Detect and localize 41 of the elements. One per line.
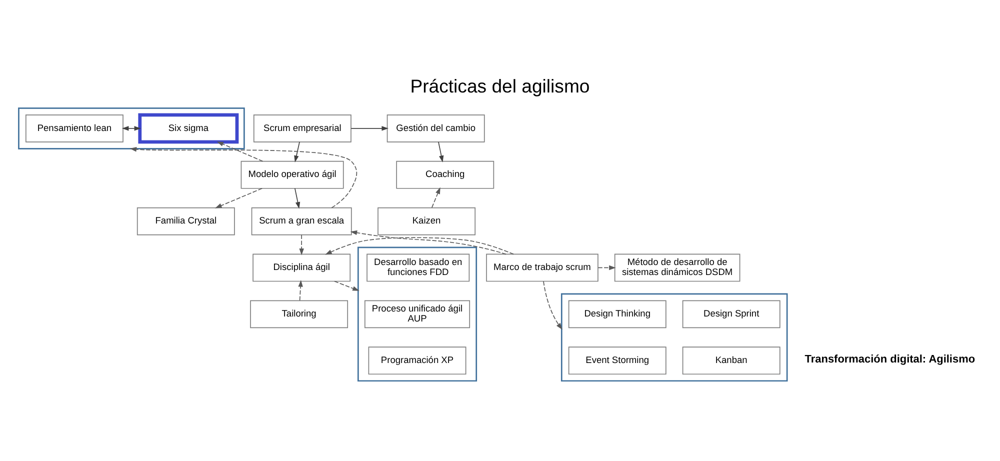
arrow — [334, 280, 360, 290]
arrow — [350, 230, 506, 254]
arrow — [122, 126, 142, 130]
node-box: Pensamiento lean — [25, 114, 124, 142]
arrow — [431, 186, 440, 208]
arrow — [215, 187, 263, 208]
node-box: Scrum a gran escala — [251, 206, 352, 235]
arrow — [438, 141, 444, 162]
cluster — [18, 106, 245, 149]
node-box: Design Sprint — [682, 300, 780, 328]
node-box: Programación XP — [368, 346, 466, 374]
arrow — [325, 236, 514, 254]
node-box: Modelo operativo ágil — [240, 160, 344, 188]
node-box: Tailoring — [250, 300, 348, 328]
node-box: Marco de trabajo scrum — [486, 253, 598, 282]
node-box: Gestión del cambio — [386, 114, 485, 142]
arrow — [299, 234, 304, 255]
diagram-title: Prácticas del agilismo — [410, 75, 590, 96]
arrow — [598, 264, 616, 270]
node-box: Proceso unificado ágil AUP — [364, 300, 470, 328]
arrow — [543, 280, 562, 330]
arrow — [294, 187, 300, 208]
node-box: Método de desarrollo de sistemas dinámicos DSDM — [614, 253, 740, 282]
node-box: Event Storming — [568, 346, 666, 374]
node-box: Kaizen — [378, 206, 476, 235]
cluster — [560, 292, 788, 382]
node-box: Kanban — [682, 346, 780, 374]
node-box: Desarrollo basado en funciones FDD — [366, 253, 470, 282]
arrow — [350, 126, 388, 130]
node-box: Design Thinking — [568, 300, 666, 328]
node-box: Coaching — [396, 160, 494, 188]
node-box: Scrum empresarial — [253, 114, 352, 142]
node-box: Disciplina ágil — [252, 253, 351, 282]
arrow — [298, 280, 303, 300]
caption: Transformación digital: Agilismo — [804, 353, 976, 366]
cluster — [357, 246, 478, 382]
arrow — [130, 146, 358, 208]
arrow — [216, 140, 264, 162]
arrow — [294, 141, 300, 162]
node-box: Familia Crystal — [136, 206, 235, 235]
node-box: Six sigma — [138, 112, 239, 144]
